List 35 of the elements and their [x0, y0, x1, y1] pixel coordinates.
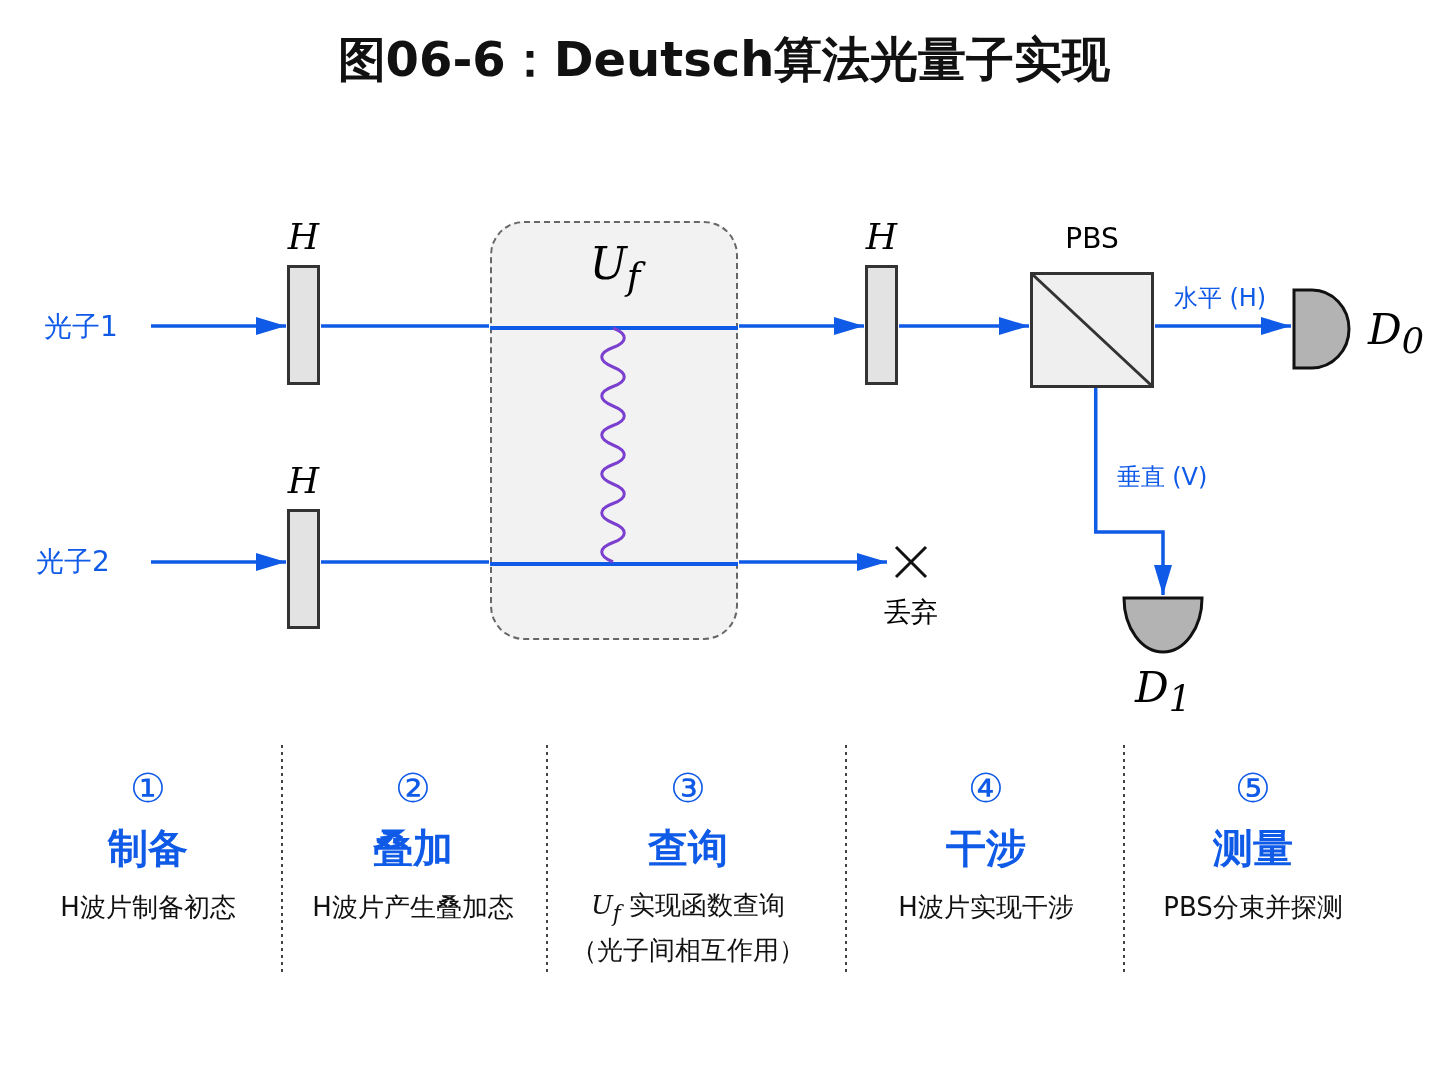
stage-description: H波片制备初态 — [60, 890, 236, 924]
stage-heading: 测量 — [1213, 823, 1293, 873]
beam-arrow — [151, 317, 286, 335]
beam-arrow — [739, 553, 887, 571]
detector-label: D$_{1}$ — [1133, 664, 1192, 722]
plate-label: H — [286, 462, 321, 500]
beam-arrow — [739, 317, 864, 335]
photon-label: 光子1 — [44, 308, 134, 346]
stage-description: PBS分束并探测 — [1163, 890, 1343, 924]
stage-description: H波片产生叠加态 — [312, 890, 514, 924]
plate-label: H — [864, 218, 899, 256]
step-number: ③ — [670, 765, 706, 811]
beam-arrow — [899, 317, 1029, 335]
stage-description: （光子间相互作用） — [571, 933, 805, 967]
step-number: ① — [130, 765, 166, 811]
step-number: ② — [395, 765, 431, 811]
stage-heading: 叠加 — [373, 823, 453, 873]
discard-label: 丢弃 — [883, 595, 939, 629]
photon-label: 光子2 — [36, 543, 126, 581]
stage-description: U$_{f}$ 实现函数查询 — [590, 889, 786, 926]
stage-description: H波片实现干涉 — [898, 890, 1074, 924]
component-label: PBS — [1064, 221, 1120, 257]
stage-heading: 查询 — [648, 823, 728, 873]
diagram-title: 图06-6：Deutsch算法光量子实现 — [336, 30, 1112, 89]
detector-label: D$_{0}$ — [1368, 306, 1424, 364]
step-number: ④ — [968, 765, 1004, 811]
beam-arrow — [1093, 388, 1172, 595]
beam-arrow — [151, 553, 286, 571]
stage-heading: 制备 — [108, 823, 188, 873]
interaction-region — [490, 221, 738, 640]
stage-heading: 干涉 — [946, 823, 1026, 873]
step-number: ⑤ — [1235, 765, 1271, 811]
beam-arrow — [1155, 317, 1291, 335]
operator-label: U$_{f}$ — [492, 237, 738, 304]
plate-label: H — [286, 218, 321, 256]
